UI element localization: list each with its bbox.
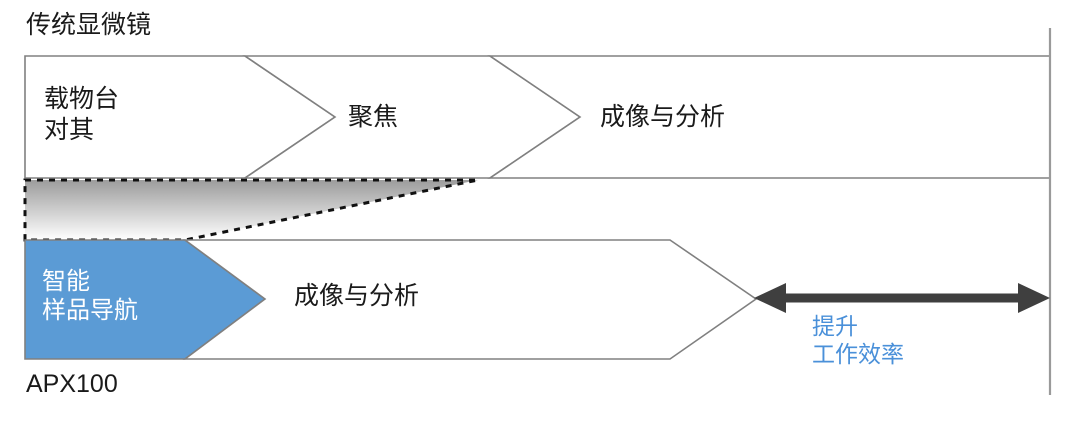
bottom-step-2-shape[interactable]: [182, 239, 758, 360]
bottom-step-2-label: 成像与分析: [294, 282, 420, 310]
bottom-step-1-label: 智能 样品导航: [42, 268, 138, 325]
bottom-row-title: APX100: [26, 370, 118, 398]
top-row-title: 传统显微镜: [26, 11, 152, 39]
efficiency-double-arrow: [754, 283, 1050, 313]
efficiency-annotation-label: 提升 工作效率: [812, 313, 904, 368]
time-saved-gradient-wedge: [25, 180, 478, 240]
top-step-2-label: 聚焦: [348, 103, 399, 131]
top-step-1-label: 载物台 对其: [44, 85, 120, 144]
time-saved-dashed-outline: [23, 178, 479, 242]
top-step-3-label: 成像与分析: [600, 103, 726, 131]
